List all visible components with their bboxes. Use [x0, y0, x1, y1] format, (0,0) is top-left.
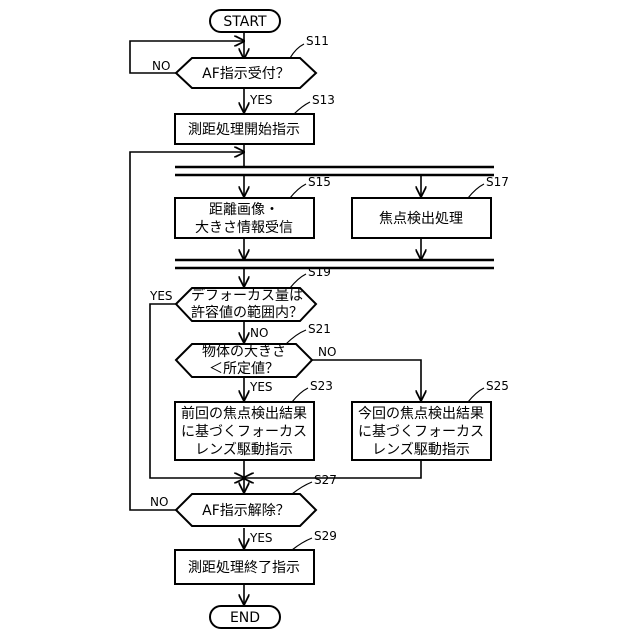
s23-text-line2: に基づくフォーカス	[181, 423, 307, 440]
s13-leader	[294, 102, 310, 114]
end-terminal: END	[210, 606, 280, 628]
s23-text-line1: 前回の焦点検出結果	[181, 405, 307, 422]
process-s17: 焦点検出処理 S17	[352, 175, 509, 238]
s21-no-label: NO	[318, 345, 336, 359]
s29-leader	[292, 538, 312, 550]
decision-s19: デフォーカス量は 許容値の範囲内？ S19 YES NO	[149, 265, 331, 340]
s29-text: 測距処理終了指示	[188, 560, 300, 576]
parallel-fork-bar	[175, 167, 494, 175]
s25-text-line3: レンズ駆動指示	[372, 442, 470, 458]
s27-leader	[292, 482, 312, 494]
s23-text-line3: レンズ駆動指示	[195, 442, 293, 458]
s15-leader	[290, 184, 306, 198]
s29-id: S29	[314, 529, 337, 543]
s27-no-label: NO	[150, 495, 168, 509]
s21-leader	[286, 330, 306, 344]
s19-no-label: NO	[250, 326, 268, 340]
s27-text: AF指示解除？	[202, 503, 290, 519]
start-label: START	[223, 14, 267, 30]
parallel-join-bar	[175, 260, 494, 268]
s19-yes-label: YES	[149, 289, 173, 303]
s15-text-line1: 距離画像・	[209, 201, 279, 218]
s11-leader	[290, 44, 304, 58]
process-s15: 距離画像・ 大きさ情報受信 S15	[175, 175, 331, 238]
s27-yes-label: YES	[249, 531, 273, 545]
s11-id: S11	[306, 34, 329, 48]
s23-id: S23	[310, 379, 333, 393]
s27-id: S27	[314, 473, 337, 487]
s19-id: S19	[308, 265, 331, 279]
s15-text-line2: 大きさ情報受信	[195, 220, 293, 236]
s19-text-line2: 許容値の範囲内？	[191, 304, 303, 321]
s23-leader	[292, 388, 308, 402]
s11-no-label: NO	[152, 59, 170, 73]
s13-id: S13	[312, 93, 335, 107]
s25-text-line2: に基づくフォーカス	[358, 423, 484, 440]
s21-text-line2: ＜所定値？	[209, 361, 279, 377]
end-label: END	[230, 610, 260, 626]
s17-text: 焦点検出処理	[379, 211, 463, 227]
s21-yes-label: YES	[249, 380, 273, 394]
s11-yes-label: YES	[249, 93, 273, 107]
s19-text-line1: デフォーカス量は	[191, 287, 303, 304]
s17-id: S17	[486, 175, 509, 189]
s25-leader	[468, 388, 484, 402]
s13-text: 測距処理開始指示	[188, 122, 300, 138]
s21-text-line1: 物体の大きさ	[202, 344, 286, 360]
start-terminal: START	[210, 10, 280, 32]
s15-id: S15	[308, 175, 331, 189]
s21-id: S21	[308, 322, 331, 336]
s17-leader	[468, 184, 484, 198]
decision-s11: AF指示受付？ S11 NO YES	[152, 34, 329, 107]
s19-leader	[290, 274, 306, 288]
s11-text: AF指示受付？	[202, 66, 290, 82]
s25-text-line1: 今回の焦点検出結果	[358, 406, 484, 422]
s25-id: S25	[486, 379, 509, 393]
process-s25: 今回の焦点検出結果 に基づくフォーカス レンズ駆動指示 S25	[352, 379, 509, 460]
